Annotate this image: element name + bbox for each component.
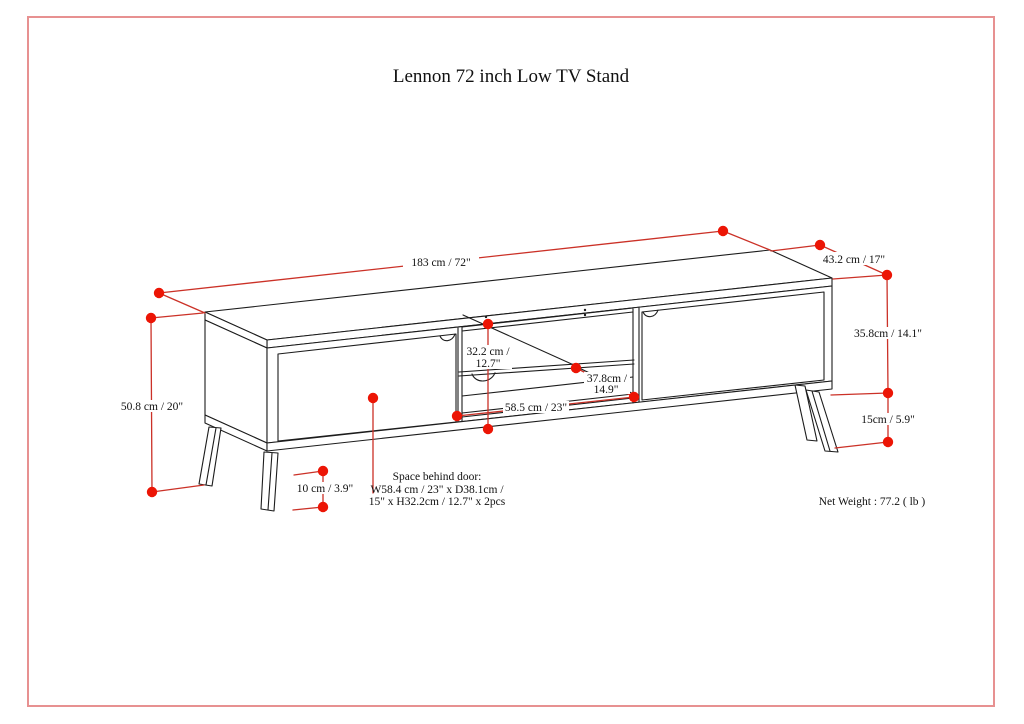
dimension-dots — [145, 225, 894, 513]
dimension-labels: 183 cm / 72" 43.2 cm / 17" 35.8cm / 14.1… — [121, 252, 926, 508]
space-behind-door-line1: Space behind door: — [393, 471, 482, 483]
opening-depth-label-line2: 14.9" — [594, 384, 619, 396]
space-behind-door-line2: W58.4 cm / 23" x D38.1cm / — [370, 484, 504, 496]
shelf-cable-notch — [471, 372, 496, 382]
left-door — [277, 333, 457, 442]
left-door-handle-notch — [439, 333, 456, 342]
opening-height-label-line1: 32.2 cm / — [466, 346, 510, 358]
right-door — [641, 291, 825, 401]
front-right-leg-edge — [811, 390, 831, 452]
floor-clearance-label: 10 cm / 3.9" — [297, 483, 353, 495]
front-left-leg-edge — [267, 452, 273, 511]
right-door-handle-notch — [642, 309, 659, 318]
opening-height-label-line2: 12.7" — [476, 358, 501, 370]
opening-depth-label-line1: 37.8cm / — [587, 373, 628, 385]
page-title: Lennon 72 inch Low TV Stand — [393, 66, 630, 87]
rear-left-leg — [198, 426, 222, 487]
page-border — [27, 16, 995, 707]
leg-height-label: 15cm / 5.9" — [861, 414, 915, 426]
cabinet-height-label: 35.8cm / 14.1" — [854, 328, 922, 340]
rear-right-leg — [794, 384, 818, 442]
opening-width-label: 58.5 cm / 23" — [505, 402, 567, 414]
overall-height-label: 50.8 cm / 20" — [121, 401, 183, 413]
tv-stand-drawing — [198, 249, 839, 512]
rear-left-leg-edge — [205, 427, 217, 486]
overall-depth-label: 43.2 cm / 17" — [823, 254, 885, 266]
overall-width-label: 183 cm / 72" — [411, 257, 470, 269]
net-weight-label: Net Weight : 77.2 ( lb ) — [819, 496, 926, 508]
bottom-edge-front — [266, 380, 833, 452]
front-right-leg — [805, 389, 839, 453]
shelf-side-edge — [462, 314, 577, 367]
space-behind-door-line3: 15" x H32.2cm / 12.7" x 2pcs — [369, 496, 506, 508]
